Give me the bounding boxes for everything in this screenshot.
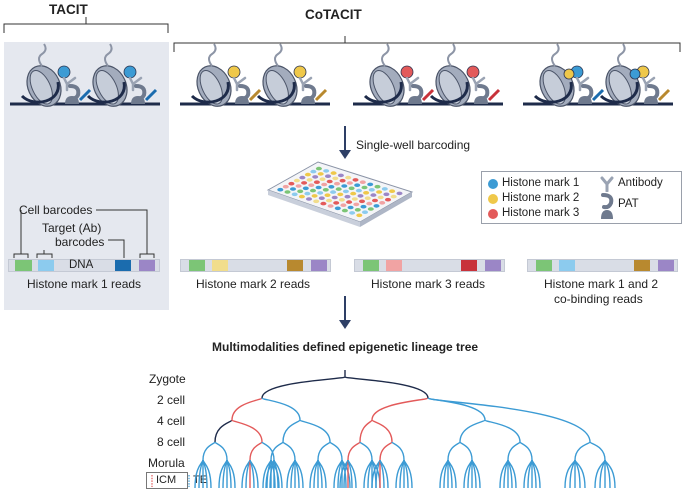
tree-edge: [427, 397, 486, 421]
tree-edge: [379, 441, 393, 461]
tree-edge: [231, 397, 263, 421]
tree-edge: [226, 459, 236, 489]
read-label-mark2: Histone mark 2 reads: [196, 277, 311, 291]
tree-edge: [261, 397, 301, 421]
stage-morula: Morula: [148, 456, 185, 470]
tree-edge: [294, 459, 304, 489]
tree-edge: [261, 376, 346, 399]
tree-edge: [507, 441, 521, 461]
read-label-mark12-line2: co-binding reads: [554, 292, 643, 306]
tree-edge: [507, 459, 517, 489]
down-arrow-1: [339, 126, 351, 159]
tree-edge: [447, 441, 461, 461]
legend-mark1: Histone mark 1: [502, 177, 580, 189]
cotacit-title: CoTACIT: [305, 7, 362, 22]
tree-title: Multimodalities defined epigenetic linea…: [212, 340, 479, 354]
tree-edge: [427, 397, 591, 443]
nucleosome-group-3: [523, 43, 673, 107]
tree-edge: [261, 441, 275, 461]
read-label-mark12-line1: Histone mark 1 and 2: [544, 277, 659, 291]
target-barcodes-label-2: barcodes: [55, 235, 105, 249]
tree-edge: [359, 441, 373, 461]
tree-edge: [214, 441, 228, 461]
tree-edge: [317, 441, 331, 461]
tree-edge: [317, 459, 327, 489]
antibody-icon: [600, 176, 614, 192]
tree-edge: [379, 459, 389, 489]
read-label-mark3: Histone mark 3 reads: [371, 277, 486, 291]
tree-edge: [299, 419, 331, 443]
target-barcodes-label-1: Target (Ab): [42, 221, 102, 235]
tree-edge: [371, 419, 393, 443]
nucleosome-group-2: [353, 43, 503, 107]
dna-label: DNA: [69, 259, 94, 271]
mark2-dot: [488, 194, 498, 204]
down-arrow-2: [339, 296, 351, 329]
tree-edge: [391, 441, 405, 461]
barcoding-step-label: Single-well barcoding: [356, 138, 471, 152]
legend-antibody: Antibody: [618, 177, 663, 189]
nucleosome-illustrations: [3, 17, 681, 107]
icm-label: ICM: [156, 474, 177, 486]
tree-edge: [329, 441, 343, 461]
tree-edge: [202, 459, 212, 489]
mark1-dot: [488, 179, 498, 189]
tree-edge: [531, 459, 541, 489]
tree-edge: [347, 459, 357, 489]
nucleosome-group-0: [10, 43, 160, 107]
tree-edge: [403, 459, 413, 489]
read-mark2: [180, 259, 331, 272]
tree-edge: [589, 441, 606, 461]
read-mark3: [354, 259, 505, 272]
legend-mark3: Histone mark 3: [502, 207, 580, 219]
stage-zygote: Zygote: [149, 372, 186, 386]
lineage-tree: [194, 370, 616, 489]
tree-edge: [359, 419, 373, 443]
barcode-callout-lines: [13, 209, 155, 258]
tree-edge: [282, 419, 301, 443]
tree-edge: [459, 441, 473, 461]
tree-edge: [604, 459, 616, 489]
legend-pat: PAT: [618, 198, 639, 210]
tacit-bracket: [3, 23, 169, 33]
stage-4cell: 4 cell: [157, 414, 186, 428]
tree-edge: [371, 397, 429, 421]
read-label-mark1: Histone mark 1 reads: [27, 277, 142, 291]
tree-edge: [270, 441, 284, 461]
tree-edge: [249, 441, 263, 461]
tree-edge: [273, 459, 283, 489]
tree-edge: [574, 441, 591, 461]
read-mark12: [527, 259, 678, 272]
pat-icon: [601, 193, 614, 219]
tree-edge: [214, 419, 233, 443]
tacit-title: TACIT: [49, 2, 88, 17]
tree-edge: [344, 376, 429, 399]
legend: Histone mark 1 Histone mark 2 Histone ma…: [481, 171, 682, 224]
icm-te-key: [146, 472, 188, 489]
tree-edge: [249, 459, 259, 489]
tree-edge: [484, 419, 521, 443]
cell-barcodes-label: Cell barcodes: [19, 203, 93, 217]
tree-edge: [282, 441, 296, 461]
tree-edge: [471, 459, 481, 489]
tree-edge: [519, 441, 533, 461]
tree-edge: [270, 459, 280, 489]
tree-edge: [459, 419, 486, 443]
stage-2cell: 2 cell: [157, 393, 186, 407]
tree-edge: [231, 419, 263, 443]
icm-marker: [151, 475, 153, 487]
tree-edge: [447, 459, 457, 489]
tree-edge: [347, 441, 361, 461]
mark3-dot: [488, 209, 498, 219]
te-marker: [188, 475, 190, 487]
tree-edge: [202, 441, 216, 461]
tree-edge: [574, 459, 586, 489]
stage-8cell: 8 cell: [157, 435, 186, 449]
legend-mark2: Histone mark 2: [502, 192, 580, 204]
cotacit-bracket: [173, 42, 681, 52]
read-tacit: DNA: [8, 259, 160, 272]
barcoding-plate: [266, 161, 414, 227]
nucleosome-group-1: [180, 43, 330, 107]
